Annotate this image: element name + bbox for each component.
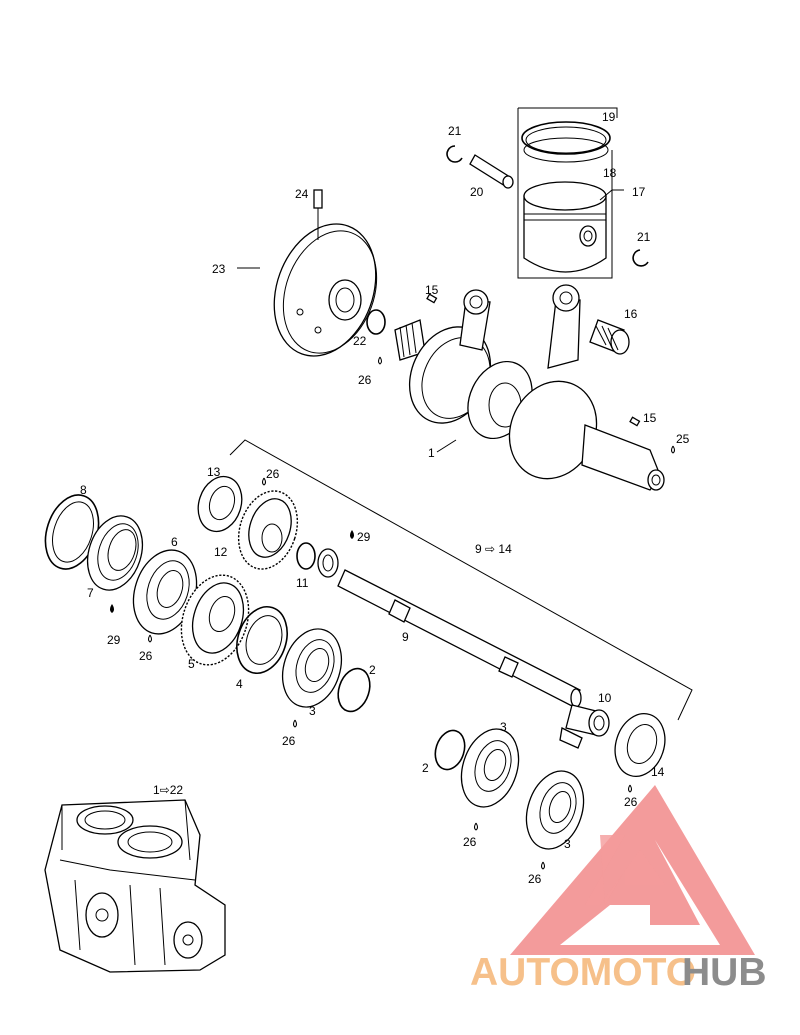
label-26-bearing6: 26 [139, 649, 153, 663]
label-14: 14 [651, 765, 665, 779]
label-7: 7 [87, 586, 94, 600]
needle-bearing [589, 319, 630, 355]
washer-4 [236, 606, 288, 674]
label-13: 13 [207, 465, 221, 479]
piston-ring [521, 121, 611, 155]
label-2-left: 2 [369, 663, 376, 677]
label-29-upper: 29 [357, 530, 371, 544]
shaft-9 [337, 569, 582, 708]
label-1: 1 [428, 446, 435, 460]
label-21: 21 [448, 124, 462, 138]
seal-ring [366, 309, 386, 335]
label-23: 23 [212, 262, 226, 276]
leader-lines [237, 189, 613, 453]
label-19: 19 [602, 110, 616, 124]
engine-thumbnail [44, 799, 226, 973]
label-21-right: 21 [637, 230, 651, 244]
bearing-3-left [281, 628, 343, 708]
bearing-3-middle [460, 728, 520, 808]
label-26-gear: 26 [266, 467, 280, 481]
watermark-triangle-inner [585, 835, 665, 905]
label-18: 18 [603, 166, 617, 180]
watermark-logo [510, 785, 755, 955]
label-26-crank: 26 [358, 373, 372, 387]
label-15: 15 [425, 283, 439, 297]
gear-12 [237, 490, 299, 570]
label-11: 11 [296, 576, 309, 590]
bearing-13 [197, 475, 243, 533]
gear-5 [180, 574, 250, 666]
key-lower [629, 416, 641, 427]
label-25: 25 [676, 432, 690, 446]
label-29-lower: 29 [107, 633, 121, 647]
label-1-22-range: 1⇨22 [153, 783, 183, 797]
ring-11-b [317, 548, 339, 578]
label-24: 24 [295, 187, 309, 201]
label-4: 4 [236, 677, 243, 691]
grease-drop-markers [110, 356, 675, 870]
label-10: 10 [598, 691, 612, 705]
oil-seal-7 [86, 515, 144, 591]
label-16: 16 [624, 307, 638, 321]
bearing-10 [559, 704, 610, 749]
bolt [313, 189, 323, 209]
label-8: 8 [80, 483, 87, 497]
label-6: 6 [171, 535, 178, 549]
piston-group [446, 107, 649, 279]
label-22: 22 [353, 334, 367, 348]
ring-2-left [337, 667, 371, 713]
circlip-lower [632, 249, 649, 267]
piston [523, 181, 607, 273]
ring-2-right [434, 729, 466, 771]
crankshaft [394, 284, 665, 491]
label-9: 9 [402, 630, 409, 644]
label-26-bearing14: 26 [624, 795, 638, 809]
label-26-bearing3: 26 [282, 734, 296, 748]
label-12: 12 [214, 545, 228, 559]
ring-11-a [296, 542, 316, 570]
watermark-text-hub: HUB [682, 951, 767, 994]
wrist-pin [469, 154, 514, 189]
label-15-right: 15 [643, 411, 657, 425]
part-labels: 21 19 18 17 20 21 24 23 15 16 22 26 15 2… [80, 110, 690, 886]
watermark-text-automoto: AUTOMOTO [470, 951, 696, 994]
pulley-plate [273, 189, 378, 357]
label-17: 17 [632, 185, 646, 199]
watermark-text: AUTOMOTO HUB [470, 951, 767, 994]
bearing-14 [614, 713, 666, 777]
label-3-lower: 3 [564, 837, 571, 851]
label-5: 5 [188, 657, 195, 671]
label-26-lower: 26 [528, 872, 542, 886]
key-upper [426, 293, 438, 304]
shaft-group-bracket [229, 439, 693, 721]
circlip-upper [446, 145, 463, 163]
label-26-middle: 26 [463, 835, 477, 849]
bearing-3-lower [525, 770, 585, 850]
label-3-middle: 3 [500, 720, 507, 734]
label-20: 20 [470, 185, 484, 199]
bearing-6 [132, 549, 198, 635]
label-3-left: 3 [309, 704, 316, 718]
label-9-14-range: 9 ⇨ 14 [475, 542, 512, 556]
label-2-right: 2 [422, 761, 429, 775]
